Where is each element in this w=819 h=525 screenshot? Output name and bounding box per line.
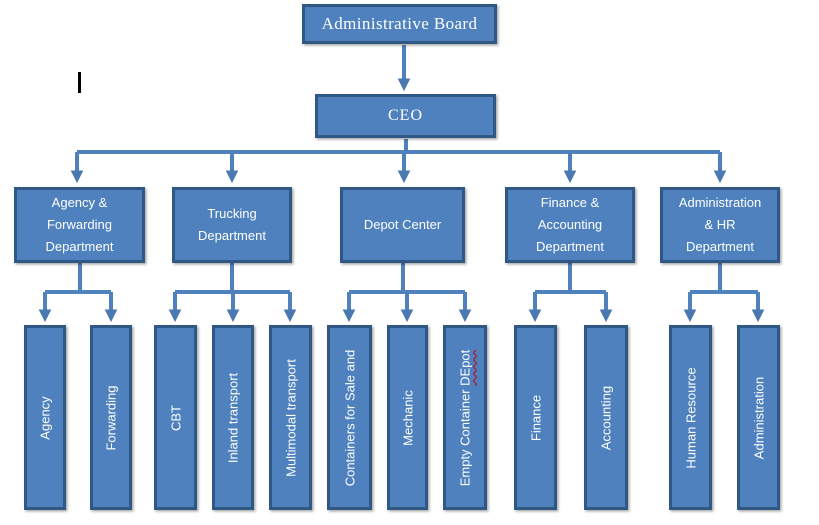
node-mechanic: Mechanic xyxy=(387,325,428,510)
dept-label-line: Administration xyxy=(678,195,762,210)
dept-label-line: Department xyxy=(198,228,266,243)
dept-label-line: Department xyxy=(536,239,604,254)
node-forwarding: Forwarding xyxy=(90,325,132,510)
node-label: Mechanic xyxy=(400,389,415,446)
label-prefix: Empty Container xyxy=(457,385,473,486)
node-label: Finance xyxy=(528,394,543,441)
node-label: Human Resource xyxy=(683,366,698,469)
node-human-resource: Human Resource xyxy=(669,325,712,510)
dept-label-line: Department xyxy=(45,239,114,254)
node-label: CBT xyxy=(168,404,183,431)
node-cbt: CBT xyxy=(154,325,197,510)
dept-label-line: Depot Center xyxy=(363,217,442,232)
node-agency: Agency xyxy=(24,325,66,510)
node-containers-for-sale: Containers for Sale and xyxy=(327,325,372,510)
node-label: Accounting xyxy=(598,385,614,450)
node-administrative-board: Administrative Board xyxy=(302,4,497,44)
node-label: Inland transport xyxy=(225,372,241,463)
node-label: Containers for Sale and xyxy=(342,349,357,486)
dept-label-line: Finance & xyxy=(540,195,600,210)
dept-label-line: Trucking xyxy=(207,206,257,221)
node-label: Empty Container DEpot xyxy=(458,349,473,486)
dept-label-line: & HR xyxy=(704,217,736,232)
node-administration: Administration xyxy=(737,325,780,510)
node-depot-center: Depot Center xyxy=(340,187,465,263)
dept-label-line: Agency & xyxy=(51,195,108,210)
node-label: Administration xyxy=(751,376,766,459)
node-trucking-department: Trucking Department xyxy=(172,187,292,263)
dept-label-line: Department xyxy=(686,239,754,254)
node-finance: Finance xyxy=(514,325,557,510)
node-label: Agency xyxy=(37,395,53,440)
node-label: Administrative Board xyxy=(321,14,478,33)
dept-label-line: Accounting xyxy=(537,217,603,232)
node-finance-accounting-department: Finance & Accounting Department xyxy=(505,187,635,263)
node-agency-forwarding-department: Agency & Forwarding Department xyxy=(14,187,145,263)
node-empty-container-depot: Empty Container DEpot xyxy=(443,325,487,510)
node-label: Forwarding xyxy=(103,384,119,451)
node-accounting: Accounting xyxy=(584,325,628,510)
node-administration-hr-department: Administration & HR Department xyxy=(660,187,780,263)
dept-label-line: Forwarding xyxy=(46,217,113,232)
text-cursor xyxy=(78,72,81,93)
node-ceo: CEO xyxy=(315,94,496,138)
node-multimodal-transport: Multimodal transport xyxy=(269,325,312,510)
node-label: Multimodal transport xyxy=(283,358,298,477)
misspelled-word: DEpot xyxy=(457,349,473,386)
node-inland-transport: Inland transport xyxy=(212,325,254,510)
node-label: CEO xyxy=(388,107,423,124)
